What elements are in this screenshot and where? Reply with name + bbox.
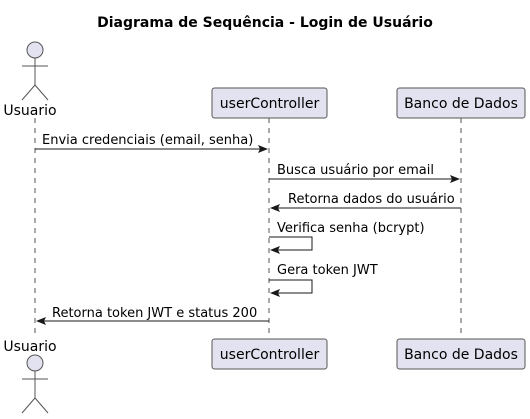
messages: Envia credenciais (email, senha) Busca u…	[35, 133, 461, 325]
participant-label: Banco de Dados	[404, 96, 518, 112]
participant-user-controller-top: userController	[211, 87, 328, 119]
message-label: Verifica senha (bcrypt)	[277, 221, 425, 236]
lifelines	[34, 118, 462, 338]
arrowhead	[258, 145, 268, 153]
actor-label: Usuario	[3, 103, 56, 119]
arrowhead	[450, 175, 460, 183]
message-verifica-senha: Verifica senha (bcrypt)	[269, 221, 425, 254]
arrowhead	[270, 204, 280, 212]
message-label: Busca usuário por email	[277, 163, 434, 178]
message-retorna-token: Retorna token JWT e status 200	[36, 306, 269, 325]
actor-icon	[21, 354, 49, 414]
message-label: Gera token JWT	[277, 263, 378, 278]
message-gera-token: Gera token JWT	[269, 263, 378, 297]
arrowhead	[270, 246, 280, 254]
actor-usuario-top: Usuario	[3, 41, 57, 119]
participant-banco-de-dados-bottom: Banco de Dados	[396, 338, 526, 370]
participants-bottom: Usuario userController Banco de Dados	[3, 338, 526, 414]
arrowhead	[270, 289, 280, 297]
diagram-title: Diagrama de Sequência - Login de Usuário	[97, 15, 433, 31]
participant-banco-de-dados-top: Banco de Dados	[396, 87, 526, 119]
actor-label: Usuario	[3, 339, 56, 355]
message-label: Envia credenciais (email, senha)	[42, 133, 253, 148]
participant-user-controller-bottom: userController	[211, 338, 328, 370]
participant-label: userController	[220, 347, 320, 363]
actor-usuario-bottom: Usuario	[3, 339, 57, 414]
message-busca-usuario: Busca usuário por email	[269, 163, 460, 183]
arrowhead	[36, 317, 46, 325]
message-envia-credenciais: Envia credenciais (email, senha)	[35, 133, 268, 153]
participant-label: userController	[220, 96, 320, 112]
message-label: Retorna dados do usuário	[288, 192, 455, 207]
participants-top: Usuario userController Banco de Dados	[3, 41, 526, 119]
message-label: Retorna token JWT e status 200	[52, 306, 257, 321]
message-retorna-dados: Retorna dados do usuário	[270, 192, 461, 212]
participant-label: Banco de Dados	[404, 347, 518, 363]
actor-icon	[21, 41, 49, 101]
